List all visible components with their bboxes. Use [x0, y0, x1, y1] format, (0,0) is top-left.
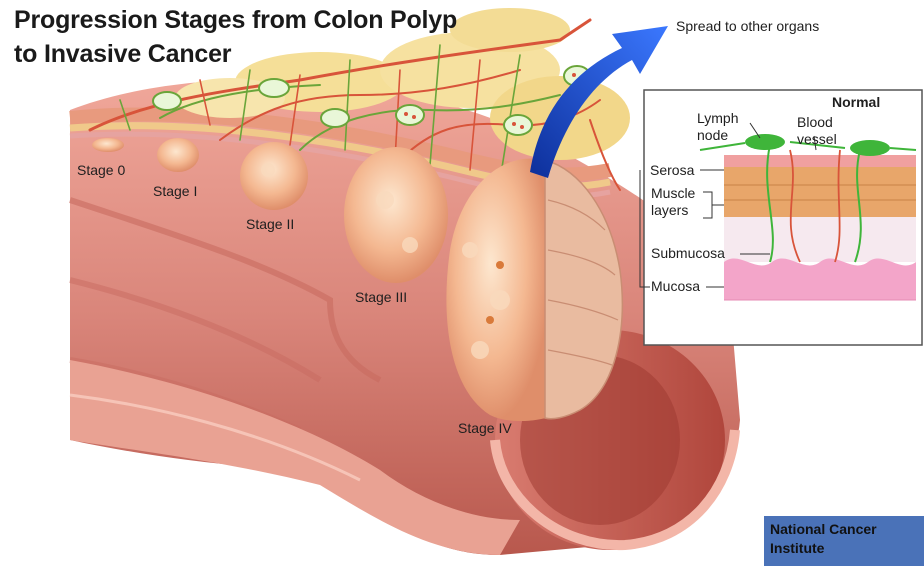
credit-box: National Cancer Institute	[764, 516, 924, 566]
spread-label: Spread to other organs	[676, 18, 820, 34]
inset-blood-vessel-label: Blood vessel	[797, 114, 837, 147]
stage-1-label: Stage I	[153, 183, 198, 199]
lymph-nodes	[152, 65, 591, 136]
inset-serosa-label: Serosa	[650, 162, 695, 178]
inset-lymph-node-label: Lymph node	[697, 110, 739, 143]
polyp-stage-4-cross-section	[544, 159, 623, 420]
inset-muscle-layers-label: Muscle layers	[651, 185, 696, 218]
inset-lymph-node-right	[850, 140, 890, 156]
inset-normal-wall	[639, 89, 923, 346]
lymph-node	[320, 108, 350, 128]
stage-0-label: Stage 0	[77, 162, 126, 178]
polyp-stage-2	[240, 142, 308, 210]
lymph-node	[503, 114, 533, 136]
vessel-network	[88, 18, 621, 191]
polyp-stage-1	[157, 138, 199, 172]
polyp-stage-4	[446, 158, 545, 422]
lymph-node	[395, 104, 425, 126]
inset-lymph-node-left	[745, 134, 785, 150]
title-line-1: Progression Stages from Colon Polyp	[14, 6, 458, 34]
lymph-node	[152, 91, 182, 111]
title-line-2: to Invasive Cancer	[14, 40, 232, 68]
lymph-node	[258, 78, 290, 98]
polyp-stage-3	[344, 147, 448, 283]
stage-2-label: Stage II	[246, 216, 295, 232]
polyp-stage-0	[92, 138, 124, 152]
inset-submucosa-label: Submucosa	[651, 245, 725, 261]
stage-4-label: Stage IV	[458, 420, 512, 436]
stage-3-label: Stage III	[355, 289, 408, 305]
inset-title: Normal	[832, 94, 881, 110]
polyps	[92, 138, 623, 422]
inset-mucosa-label: Mucosa	[651, 278, 701, 294]
spread-arrow	[530, 26, 668, 178]
